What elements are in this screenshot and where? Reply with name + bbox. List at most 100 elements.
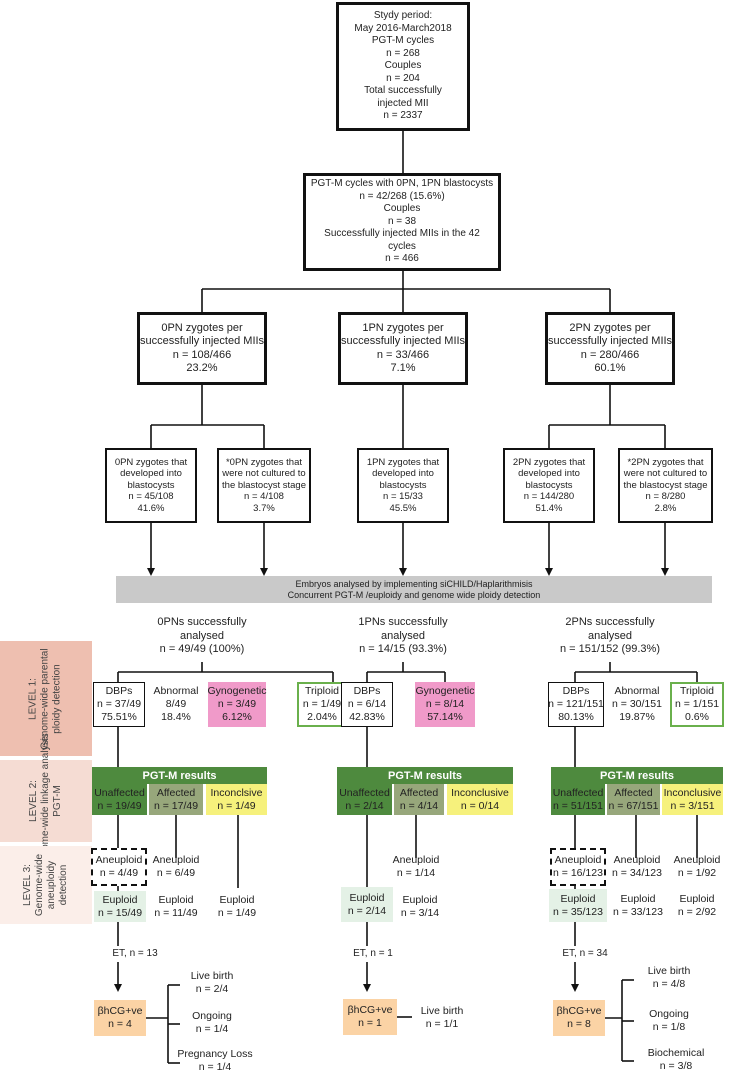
cell-line: 2.04%	[307, 711, 337, 723]
cell-line: βhCG+ve	[97, 1005, 143, 1017]
cell-line: 19.87%	[619, 711, 655, 723]
cell-line: n = 1/1	[425, 1018, 459, 1030]
cell-line: n = 4/49	[99, 867, 139, 879]
et-line: ET, n = 34	[562, 948, 608, 959]
cell-line: Unaffected	[94, 786, 145, 799]
cell-line: 80.13%	[558, 711, 594, 723]
unaffected-0pn: Unaffected n = 19/49	[92, 784, 147, 815]
inconclusive-0pn: Inconclsive n = 1/49	[206, 784, 267, 815]
cell-line: Inconclusive	[663, 786, 722, 799]
cell-line: Euploid	[620, 892, 656, 905]
hcg-box-2pn: βhCG+ve n = 8	[553, 1000, 605, 1036]
blastocyst-line: n = 8/280	[645, 491, 686, 503]
not-cultured-box-0pn: *0PN zygotes that were not cultured to t…	[217, 448, 311, 523]
cell-line: 6.12%	[222, 711, 252, 723]
analysed-line: n = 14/15 (93.3%)	[359, 643, 447, 655]
blastocyst-line: developed into	[372, 468, 434, 480]
cell-line: Gynogenetic	[415, 685, 475, 697]
cell-line: n = 121/151	[548, 698, 604, 710]
cell-line: Live birth	[420, 1005, 464, 1017]
cell-line: Gynogenetic	[207, 685, 267, 697]
study-period-line: n = 2337	[383, 110, 423, 122]
blastocyst-line: n = 45/108	[128, 491, 174, 503]
cell-line: n = 0/14	[460, 799, 500, 812]
cell-line: Aneuploid	[613, 854, 661, 866]
cell-line: Ongoing	[192, 1010, 232, 1022]
zygote-box-2pn: 2PN zygotes per successfully injected MI…	[545, 312, 675, 385]
zygote-line: n = 280/466	[580, 348, 640, 361]
inconclusive-2pn: Inconclusive n = 3/151	[662, 784, 723, 815]
aneuploid-unaffected-2pn: Aneuploid n = 16/123	[550, 848, 606, 886]
cell-line: n = 67/151	[608, 799, 659, 812]
gynogenetic-1pn: Gynogenetic n = 8/14 57.14%	[415, 682, 475, 727]
cell-line: n = 17/49	[153, 799, 199, 812]
cycles-line: Successfully injected MIIs in the 42	[324, 228, 480, 240]
analysed-line: 0PNs successfully	[157, 616, 247, 628]
blastocyst-box-0pn: 0PN zygotes that developed into blastocy…	[105, 448, 197, 523]
cell-line: n = 1/14	[396, 867, 436, 879]
euploid-affected-0pn: Euploid n = 11/49	[148, 891, 204, 922]
cell-line: Ongoing	[649, 1008, 689, 1020]
dbps-box-0pn: DBPs n = 37/49 75.51%	[93, 682, 145, 727]
cell-line: Inconclsive	[210, 786, 263, 799]
blastocyst-line: 2.8%	[654, 502, 677, 514]
cycles-line: PGT-M cycles with 0PN, 1PN blastocysts	[310, 178, 494, 190]
affected-0pn: Affected n = 17/49	[149, 784, 203, 815]
blastocyst-line: *0PN zygotes that	[225, 456, 303, 468]
blastocyst-box-1pn: 1PN zygotes that developed into blastocy…	[357, 448, 449, 523]
cell-line: Euploid	[219, 893, 255, 906]
zygote-box-1pn: 1PN zygotes per successfully injected MI…	[338, 312, 468, 385]
euploid-unaffected-0pn: Euploid n = 15/49	[94, 891, 146, 922]
cell-line: Triploid	[304, 685, 340, 697]
cell-line: DBPs	[353, 685, 381, 697]
cell-line: DBPs	[562, 685, 590, 697]
cell-line: Biochemical	[647, 1047, 705, 1059]
blastocyst-line: n = 144/280	[523, 491, 575, 503]
pgtm-header-1pn: PGT-M results	[337, 767, 513, 784]
cell-line: Euploid	[402, 893, 438, 906]
cell-line: 75.51%	[101, 711, 137, 723]
euploid-affected-2pn: Euploid n = 33/123	[608, 889, 668, 922]
cell-line: Inconclusive	[451, 786, 509, 799]
cell-line: 57.14%	[427, 711, 463, 723]
blastocyst-line: were not cultured to	[222, 468, 306, 480]
not-cultured-box-2pn: *2PN zygotes that were not cultured to t…	[618, 448, 713, 523]
euploid-inconclusive-0pn: Euploid n = 1/49	[209, 891, 265, 922]
cell-line: Aneuploid	[554, 854, 602, 866]
triploid-0pn: Triploid n = 1/49 2.04%	[297, 682, 347, 727]
cell-line: Abnormal	[614, 685, 660, 697]
blastocyst-line: 2PN zygotes that	[512, 456, 586, 468]
cell-line: n = 34/123	[612, 867, 662, 879]
pgtm-header-2pn: PGT-M results	[551, 767, 723, 784]
et-label-2pn: ET, n = 34	[560, 948, 610, 961]
analysed-1pn: 1PNs successfully analysed n = 14/15 (93…	[343, 616, 463, 657]
abnormal-2pn: Abnormal n = 30/151 19.87%	[606, 682, 668, 727]
cycles-line: n = 38	[387, 215, 417, 227]
cell-line: n = 1/49	[217, 799, 256, 812]
analysed-line: n = 49/49 (100%)	[159, 643, 245, 655]
outcome-ongoing-0pn: Ongoing n = 1/4	[172, 1008, 252, 1038]
study-period-line: Couples	[384, 60, 422, 72]
cell-line: n = 2/4	[195, 983, 229, 995]
cell-line: 8/49	[165, 698, 187, 710]
aneuploid-inconclusive-2pn: Aneuploid n = 1/92	[668, 851, 726, 883]
cell-line: Aneuploid	[392, 854, 440, 866]
cell-line: n = 1/4	[198, 1061, 232, 1073]
affected-1pn: Affected n = 4/14	[394, 784, 444, 815]
analysed-line: n = 151/152 (99.3%)	[560, 643, 660, 655]
analysed-2pn: 2PNs successfully analysed n = 151/152 (…	[550, 616, 670, 657]
analysis-band: Embryos analysed by implementing siCHILD…	[116, 576, 712, 603]
blastocyst-line: n = 4/108	[244, 491, 284, 503]
et-label-0pn: ET, n = 13	[110, 948, 160, 961]
unaffected-2pn: Unaffected n = 51/151	[551, 784, 605, 815]
analysed-line: analysed	[179, 629, 225, 642]
band-line: Concurrent PGT-M /euploidy and genome wi…	[287, 589, 541, 600]
study-period-line: n = 268	[386, 47, 420, 59]
gynogenetic-0pn: Gynogenetic n = 3/49 6.12%	[208, 682, 266, 727]
study-period-line: injected MII	[377, 97, 429, 109]
cell-line: 42.83%	[349, 711, 385, 723]
analysed-line: 2PNs successfully	[565, 616, 655, 628]
